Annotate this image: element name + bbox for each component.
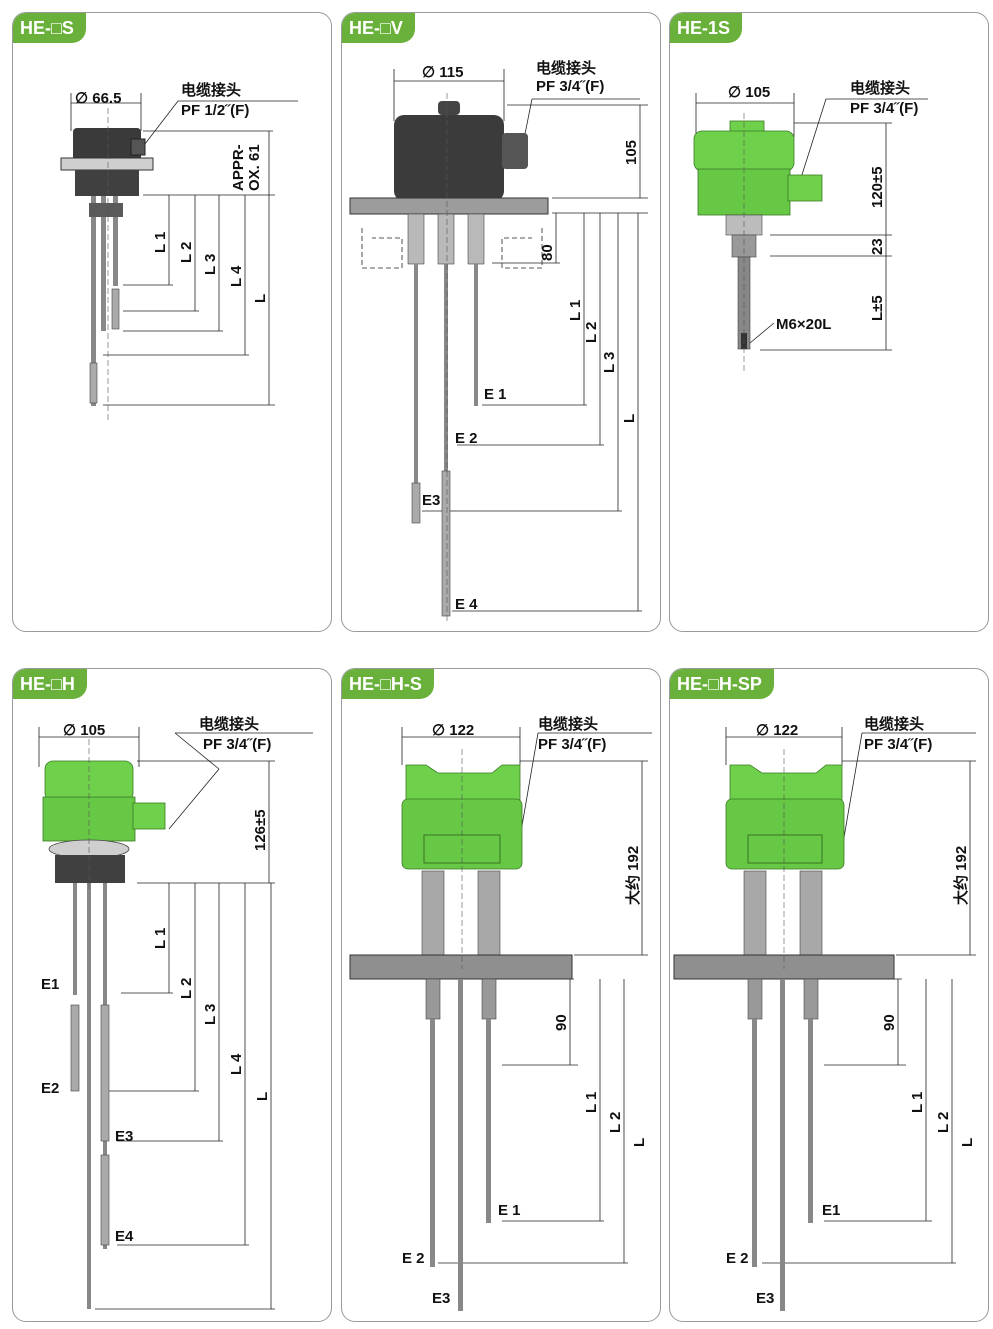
- panel-title: HE-□H-S: [342, 669, 434, 699]
- diameter-label: ∅ 105: [63, 722, 105, 739]
- cable-spec: PF 3/4˝(F): [536, 78, 604, 95]
- cable-label-cn: 电缆接头: [538, 715, 598, 733]
- cable-label-cn: 电缆接头: [850, 79, 910, 97]
- panel-he-v: HE-□V: [341, 12, 661, 632]
- diameter-label: ∅ 115: [422, 64, 463, 81]
- dim-105: 105: [623, 140, 640, 165]
- drawing-he-h: ∅ 105 电缆接头 PF 3/4˝(F) 126±5 L 1 L 2 L 3 …: [38, 715, 313, 1310]
- panel-he-h-sp: HE-□H-SP ∅ 122 电缆接头 PF 3/4˝(F) 大约 192 90: [669, 668, 989, 1322]
- panel-title: HE-□V: [342, 13, 415, 43]
- panel-title: HE-1S: [670, 13, 743, 43]
- electrode-e3: E3: [756, 1290, 774, 1307]
- panel-he-s: HE-□S ∅ 66.5 电缆接头: [12, 12, 332, 632]
- dim-l2: L 2: [178, 242, 195, 263]
- panel-title: HE-□S: [13, 13, 86, 43]
- electrode-e1: E1: [41, 976, 59, 993]
- dim-90: 90: [553, 1014, 570, 1031]
- dim-l1: L 1: [152, 928, 169, 949]
- electrode-e4: E 4: [455, 596, 478, 613]
- thread-label: M6×20L: [776, 316, 831, 333]
- electrode-e3: E3: [115, 1128, 133, 1145]
- diameter-label: ∅ 66.5: [75, 90, 121, 107]
- dim-l1: L 1: [583, 1092, 600, 1113]
- dim-l3: L 3: [202, 254, 219, 275]
- cable-label-cn: 电缆接头: [199, 715, 259, 733]
- electrode-e2: E2: [41, 1080, 59, 1097]
- dim-l3: L 3: [202, 1004, 219, 1025]
- dim-l1: L 1: [909, 1092, 926, 1113]
- drawing-he-1s: ∅ 105 电缆接头 PF 3/4˝(F) 120±5 23 L±5 M6×20…: [693, 79, 928, 373]
- dim-126: 126±5: [252, 809, 269, 851]
- dim-23: 23: [869, 238, 886, 255]
- dim-l: L±5: [869, 295, 886, 321]
- cable-spec: PF 3/4˝(F): [203, 736, 271, 753]
- dim-90: 90: [881, 1014, 898, 1031]
- diameter-label: ∅ 105: [728, 84, 770, 101]
- diameter-label: ∅ 122: [432, 722, 474, 739]
- dim-l1: L 1: [152, 232, 169, 253]
- dim-l2: L 2: [178, 978, 195, 999]
- electrode-e2: E 2: [455, 430, 478, 447]
- panel-he-1s: HE-1S ∅ 105 电缆接头 PF 3/4˝(F) 120±5 23 L±5…: [669, 12, 989, 632]
- cable-spec: PF 1/2˝(F): [181, 102, 249, 119]
- drawing-he-h-s: ∅ 122 电缆接头 PF 3/4˝(F) 大约 192 90 L 1 L 2 …: [349, 715, 652, 1311]
- dim-l: L: [631, 1138, 648, 1147]
- drawing-he-h-sp: ∅ 122 电缆接头 PF 3/4˝(F) 大约 192 90 L 1 L 2 …: [673, 715, 976, 1311]
- electrode-e3: E3: [432, 1290, 450, 1307]
- cable-spec: PF 3/4˝(F): [850, 100, 918, 117]
- dim-l: L: [252, 294, 269, 303]
- dim-l3: L 3: [601, 352, 618, 373]
- dim-l4: L 4: [228, 1053, 245, 1075]
- cable-spec: PF 3/4˝(F): [864, 736, 932, 753]
- dim-80: 80: [539, 244, 556, 261]
- dim-192: 大约 192: [624, 846, 642, 905]
- cable-label-cn: 电缆接头: [536, 59, 596, 77]
- panel-he-h: HE-□H ∅ 105 电缆接头 PF 3/4˝(F) 126: [12, 668, 332, 1322]
- electrode-e3: E3: [422, 492, 440, 509]
- dim-l2: L 2: [607, 1112, 624, 1133]
- dim-192: 大约 192: [952, 846, 970, 905]
- drawing-he-v: ∅ 115 电缆接头 PF 3/4˝(F) 105 80 L 1 L 2 L 3…: [349, 59, 648, 623]
- cable-spec: PF 3/4˝(F): [538, 736, 606, 753]
- electrode-e1: E1: [822, 1202, 840, 1219]
- dim-l2: L 2: [935, 1112, 952, 1133]
- dim-l: L: [959, 1138, 976, 1147]
- panel-title: HE-□H-SP: [670, 669, 774, 699]
- dim-l: L: [254, 1092, 271, 1101]
- electrode-e1: E 1: [498, 1202, 521, 1219]
- electrode-e2: E 2: [402, 1250, 425, 1267]
- cable-label-cn: 电缆接头: [181, 81, 241, 99]
- approx-label-2: OX. 61: [246, 144, 263, 191]
- dim-l4: L 4: [228, 265, 245, 287]
- electrode-e2: E 2: [726, 1250, 749, 1267]
- electrode-e4: E4: [115, 1228, 134, 1245]
- dim-l2: L 2: [583, 322, 600, 343]
- electrode-e1: E 1: [484, 386, 507, 403]
- dim-120: 120±5: [869, 166, 886, 208]
- approx-label-1: APPR-: [230, 144, 247, 191]
- panel-he-h-s: HE-□H-S ∅ 122 电缆接头 PF 3/4˝(F): [341, 668, 661, 1322]
- cable-label-cn: 电缆接头: [864, 715, 924, 733]
- diameter-label: ∅ 122: [756, 722, 798, 739]
- panel-title: HE-□H: [13, 669, 87, 699]
- drawing-he-s: ∅ 66.5 电缆接头 PF 1/2˝(F) APPR- OX. 61 L 1 …: [60, 81, 298, 423]
- dim-l1: L 1: [567, 300, 584, 321]
- dim-l: L: [621, 414, 638, 423]
